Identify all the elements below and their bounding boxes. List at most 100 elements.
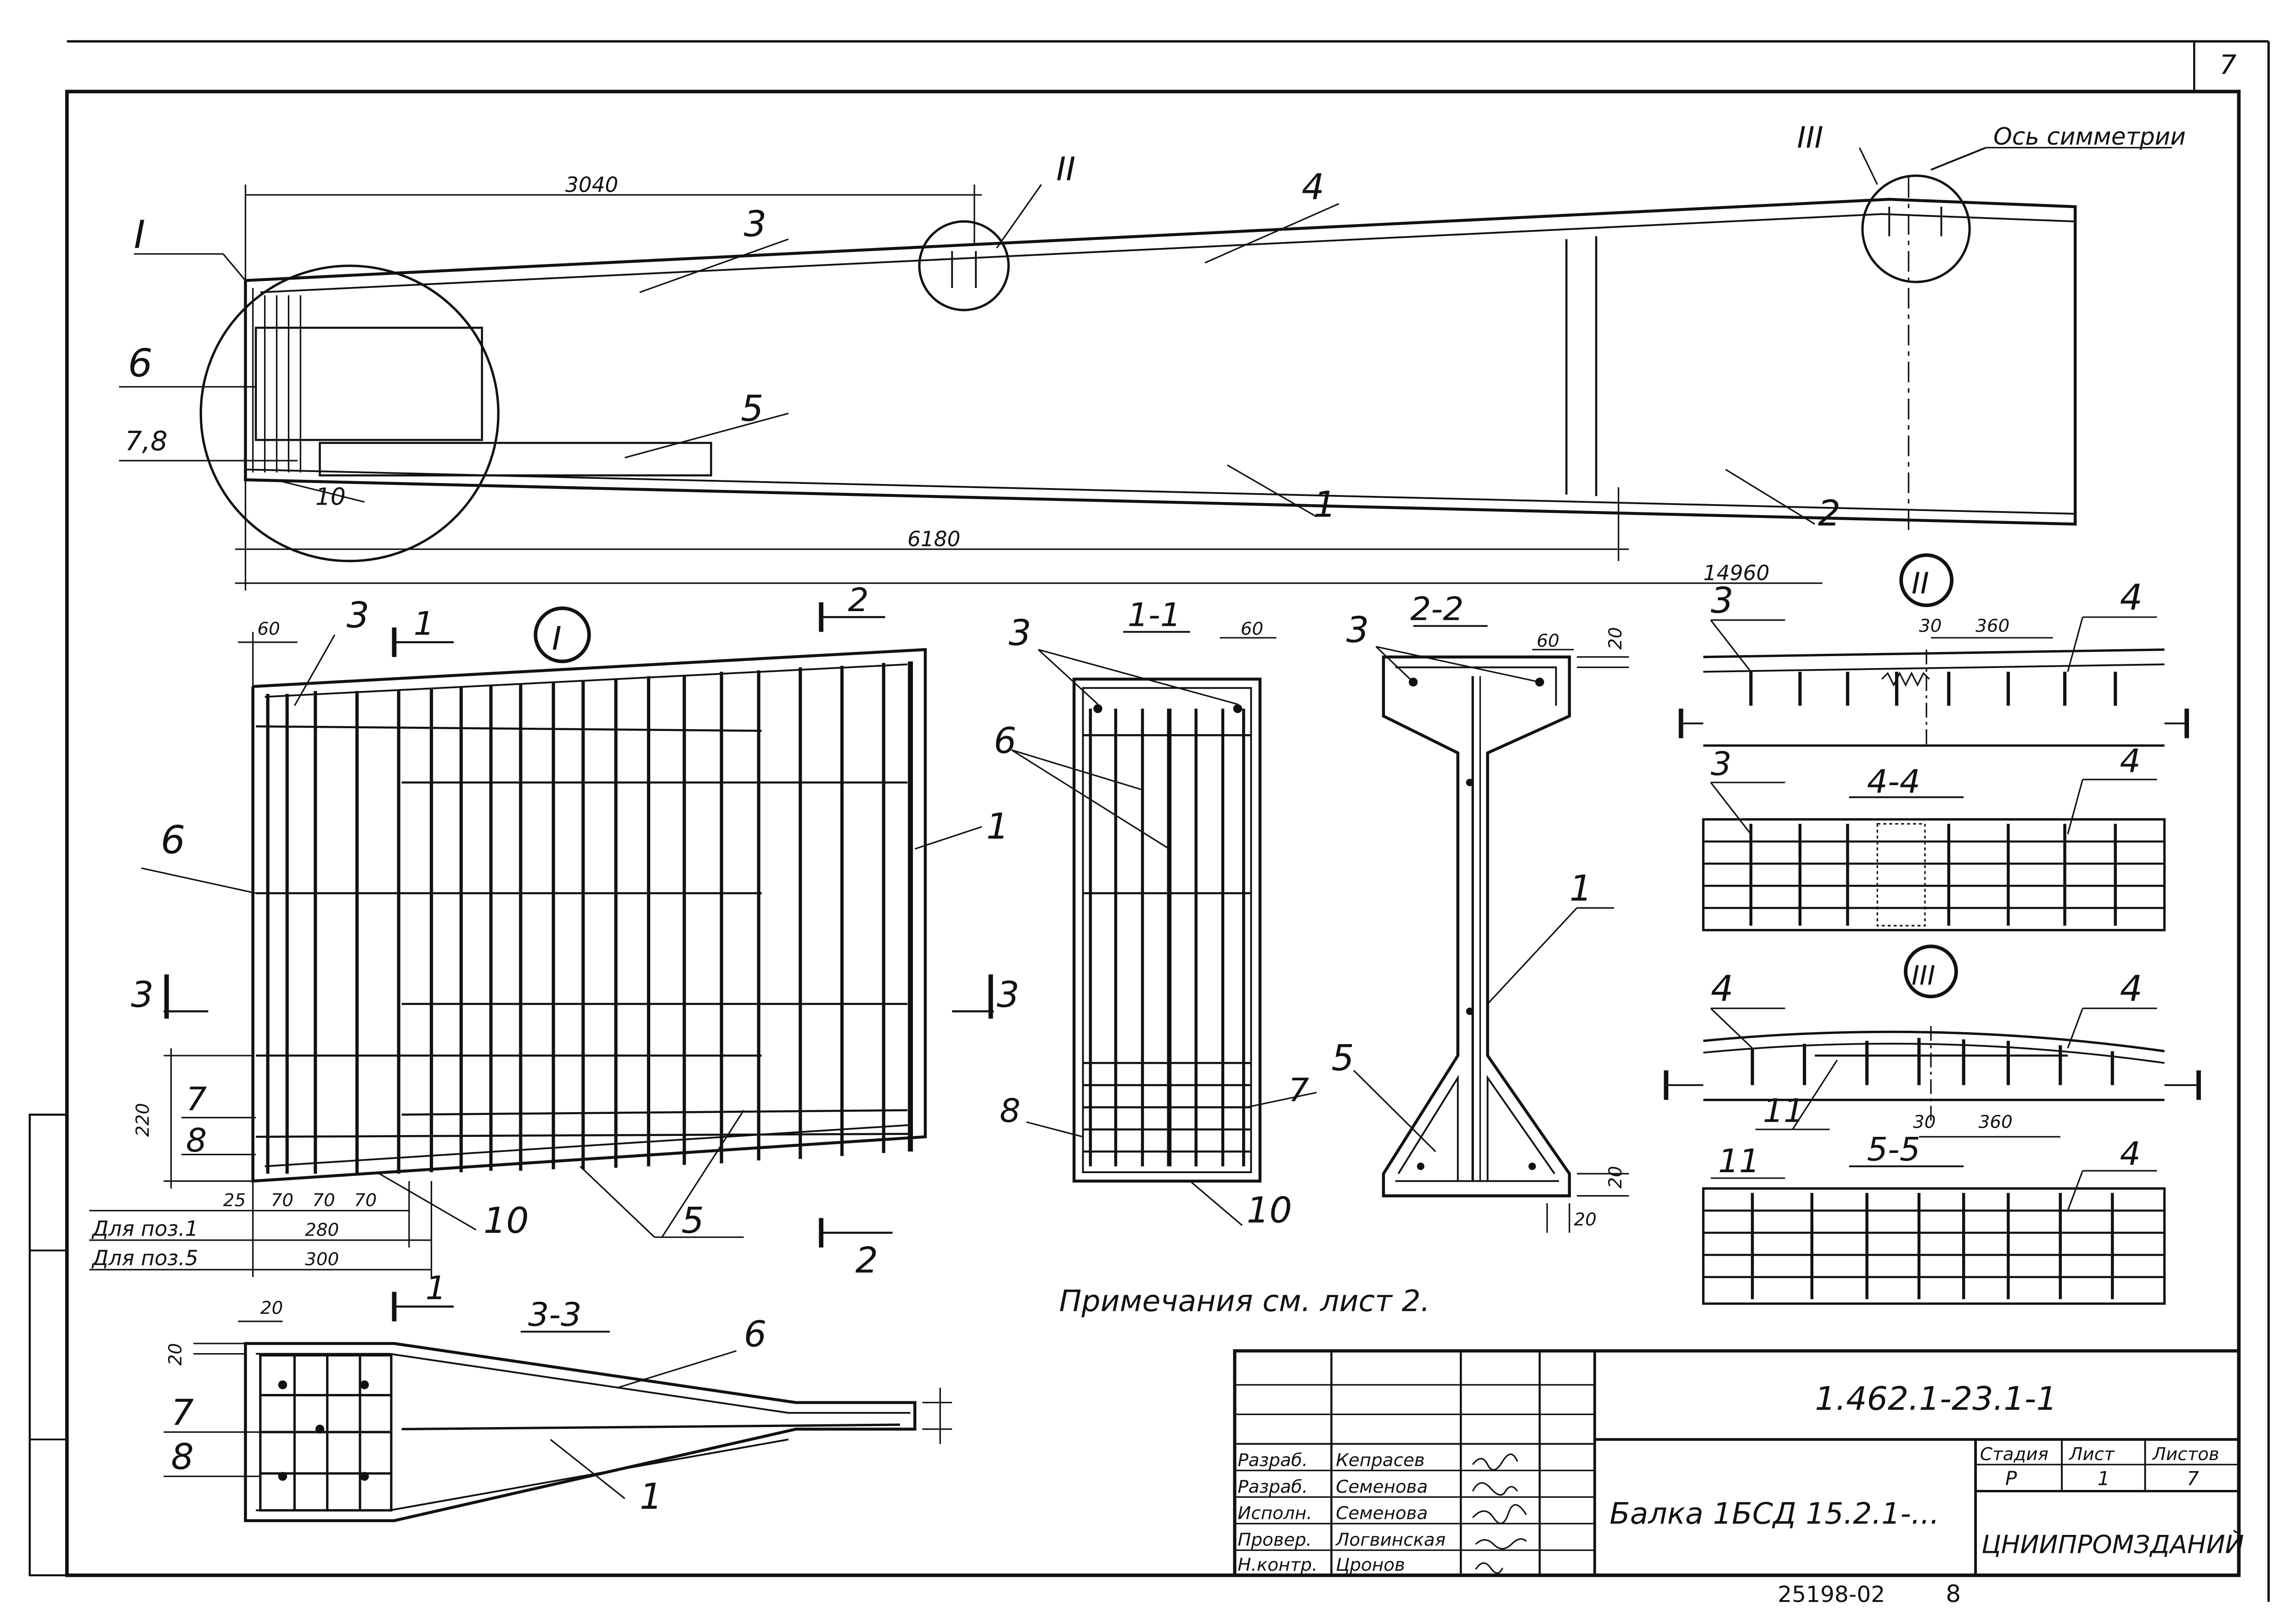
detail-I-row-pos5: Для поз.5 (91, 1246, 198, 1270)
detail-II-label: II (1912, 567, 1929, 601)
detail-I-label: I (552, 619, 562, 657)
archive-number: 25198-02 (1778, 1582, 1885, 1607)
detail-III-pos-4a: 4 (1711, 968, 1733, 1010)
callout-label-III: III (1797, 121, 1823, 155)
detail-I-pos-8: 8 (186, 1121, 207, 1159)
detail-I-dim-70b: 70 (312, 1190, 335, 1211)
detail-III: III 4 4 4 11 30 360 (1664, 944, 2201, 1305)
detail-III-dim-30: 30 (1913, 1112, 1936, 1133)
stage-value-sheet: 1 (2098, 1467, 2110, 1490)
sig-role-1: Разраб. (1238, 1450, 1308, 1471)
stage-header-sheets: Листов (2152, 1444, 2219, 1465)
callout-circle-II (918, 220, 1010, 311)
section-3-3-pos-8: 8 (171, 1437, 194, 1478)
detail-I-dim-70a: 70 (271, 1190, 293, 1211)
main-elevation: 3040 6180 14960 I II III Ось симметрии 6… (119, 121, 2186, 591)
dim-3040: 3040 (565, 173, 618, 197)
section-1-1-pos-7: 7 (1288, 1071, 1309, 1109)
section-2-2-dim-20a: 20 (1605, 627, 1626, 650)
sheet-number: 7 (2219, 49, 2236, 80)
general-note: Примечания см. лист 2. (1059, 1284, 1430, 1319)
section-3-3-pos-7: 7 (171, 1392, 194, 1433)
sig-name-4: Логвинская (1335, 1530, 1446, 1551)
section-4-mark-left: 4-4 (1639, 733, 1640, 734)
detail-II-pos-4: 4 (2120, 577, 2142, 618)
detail-I-pos-7: 7 (186, 1080, 207, 1118)
dim-6180: 6180 (907, 527, 960, 551)
section-1-1-pos-10: 10 (1247, 1190, 1292, 1231)
detail-I: I (89, 581, 1019, 1281)
detail-III-pos-4b: 4 (2120, 968, 2142, 1010)
detail-I-pos-10: 10 (484, 1200, 529, 1242)
main-pos-3: 3 (744, 204, 766, 245)
main-pos-10: 10 (315, 483, 346, 511)
drawing-title: Балка 1БСД 15.2.1-... (1609, 1497, 1939, 1531)
detail-I-row-pos1: Для поз.1 (91, 1216, 198, 1241)
section-5-5-label: 5-5 (1867, 1130, 1920, 1169)
section-2-2-dim-20c: 20 (1574, 1209, 1596, 1230)
callout-label-II: II (1056, 150, 1075, 188)
section-2-2-label: 2-2 (1410, 590, 1463, 628)
sig-role-4: Провер. (1238, 1530, 1312, 1551)
sig-name-1: Кепрасев (1336, 1450, 1425, 1471)
stage-header-sheet: Лист (2068, 1444, 2115, 1465)
symmetry-axis-label: Ось симметрии (1993, 123, 2186, 151)
callout-label-I: I (134, 212, 146, 257)
detail-I-rebars (266, 661, 913, 1174)
document-code: 1.462.1-23.1-1 (1815, 1380, 2057, 1418)
section-3-3-label: 3-3 (528, 1296, 581, 1334)
section-5-5: 5-5 11 4 (1702, 1130, 2166, 1305)
section-4-4-pos-4: 4 (2120, 742, 2140, 780)
detail-II-dim-30: 30 (1919, 616, 1941, 636)
sig-role-3: Исполн. (1238, 1503, 1312, 1524)
section-1-1-pos-8: 8 (1000, 1092, 1020, 1130)
sig-role-5: Н.контр. (1238, 1555, 1317, 1575)
detail-I-sec-3a: 3 (131, 974, 153, 1016)
detail-I-dim-280: 280 (305, 1219, 339, 1240)
stage-value-sheets: 7 (2187, 1467, 2199, 1490)
detail-I-sec-2b: 2 (855, 1240, 878, 1281)
section-1-1-pos-6: 6 (994, 720, 1016, 762)
detail-I-dim-25: 25 (223, 1190, 246, 1211)
main-pos-1: 1 (1314, 484, 1336, 526)
detail-III-label: III (1912, 960, 1936, 991)
section-3-3-dim-20a: 20 (260, 1298, 283, 1319)
copy-mark: 8 (1946, 1580, 1961, 1608)
sig-name-3: Семенова (1336, 1503, 1428, 1524)
callout-circle-III (1861, 174, 1971, 283)
sheet-frame: 7 (28, 40, 2270, 1602)
sig-name-5: Цронов (1336, 1555, 1405, 1575)
main-pos-78: 7,8 (125, 426, 168, 457)
detail-I-pos-6: 6 (161, 818, 186, 863)
section-4-4-label: 4-4 (1867, 763, 1920, 801)
detail-I-dim-70c: 70 (354, 1190, 377, 1211)
sig-name-2: Семенова (1336, 1477, 1428, 1497)
section-3-3-sec-1: 1 (426, 1269, 446, 1307)
handwritten-signatures (1472, 1453, 1527, 1574)
main-pos-6: 6 (128, 341, 153, 386)
section-1-1-pos-3: 3 (1008, 613, 1031, 654)
detail-I-pos-1: 1 (986, 806, 1009, 848)
section-2-2-pos-1: 1 (1570, 868, 1592, 910)
section-3-3-pos-6: 6 (744, 1314, 766, 1355)
detail-II: II 3 4 30 360 4-4 (1639, 553, 2189, 932)
section-2-2-pos-5: 5 (1331, 1038, 1354, 1079)
stage-header-stage: Стадия (1980, 1444, 2048, 1465)
section-5-5-pos-4: 4 (2120, 1135, 2140, 1173)
callout-circle-I (199, 264, 500, 562)
sig-role-2: Разраб. (1238, 1477, 1308, 1497)
detail-I-pos-5: 5 (681, 1200, 704, 1242)
detail-II-pos-3: 3 (1711, 580, 1733, 622)
title-block: 1.462.1-23.1-1 Балка 1БСД 15.2.1-... ЦНИ… (1233, 1349, 2244, 1577)
dim-14960: 14960 (1703, 561, 1769, 585)
main-pos-5: 5 (741, 388, 763, 430)
detail-III-pos-11: 11 (1763, 1092, 1805, 1130)
section-1-1-dim-60: 60 (1241, 619, 1263, 640)
detail-I-dim-60: 60 (257, 619, 280, 640)
main-pos-2: 2 (1818, 493, 1840, 534)
detail-I-sec-2: 2 (848, 581, 869, 619)
section-2-2-dim-60: 60 (1536, 630, 1559, 651)
main-pos-4: 4 (1302, 167, 1324, 208)
section-3-3-pos-1: 1 (640, 1476, 662, 1517)
